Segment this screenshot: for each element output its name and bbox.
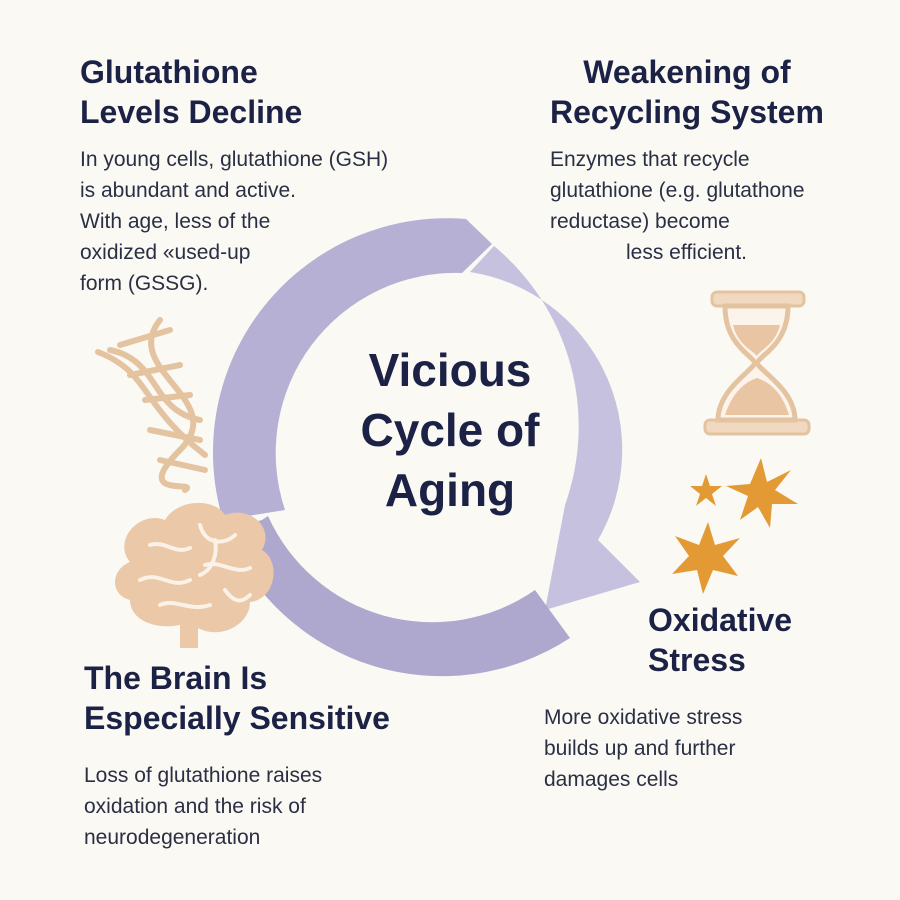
section-title-line: Weakening of: [583, 54, 791, 90]
hourglass-icon: [703, 290, 811, 436]
section-description: In young cells, glutathione (GSH) is abu…: [80, 144, 388, 299]
description-line: form (GSSG).: [80, 272, 209, 295]
section-title-line: Glutathione: [80, 54, 258, 90]
section-description: Loss of glutathione raises oxidation and…: [84, 760, 322, 853]
dna-icon: [95, 317, 208, 493]
description-line: With age, less of the: [80, 210, 271, 233]
description-line: Loss of glutathione raises: [84, 764, 323, 787]
section-description: More oxidative stress builds up and furt…: [544, 702, 742, 795]
cycle-arrow-top: [212, 218, 493, 520]
description-line: glutathione (e.g. glutathone: [550, 179, 805, 202]
section-title-line: Oxidative: [648, 602, 793, 638]
section-title-line: Recycling System: [550, 94, 824, 130]
description-line: More oxidative stress: [544, 706, 743, 729]
description-line: oxidized «used-up: [80, 241, 251, 264]
section-title: Weakening of Recycling System: [550, 52, 824, 132]
description-line: damages cells: [544, 768, 679, 791]
section-title: Oxidative Stress: [648, 600, 792, 680]
cycle-title-line-3: Aging: [384, 464, 516, 516]
brain-icon: [115, 502, 274, 648]
cycle-arrow-right: [470, 246, 640, 610]
section-description: Enzymes that recycle glutathione (e.g. g…: [550, 144, 805, 268]
description-line: builds up and further: [544, 737, 736, 760]
cycle-title: Vicious Cycle of Aging: [300, 340, 600, 520]
description-line: Enzymes that recycle: [550, 148, 750, 171]
stars-icon: [672, 458, 798, 594]
cycle-arrow-bottom: [225, 516, 570, 677]
description-line: In young cells, glutathione (GSH): [80, 148, 389, 171]
section-title-line: The Brain Is: [84, 660, 268, 696]
description-line: reductase) become: [550, 210, 730, 233]
description-line: is abundant and active.: [80, 179, 296, 202]
section-title: Glutathione Levels Decline: [80, 52, 302, 132]
section-title: The Brain Is Especially Sensitive: [84, 658, 390, 738]
description-line: oxidation and the risk of: [84, 795, 306, 818]
cycle-title-line-2: Cycle of: [360, 404, 540, 456]
section-title-line: Stress: [648, 642, 746, 678]
description-line: neurodegeneration: [84, 826, 261, 849]
section-title-line: Especially Sensitive: [84, 700, 390, 736]
cycle-title-line-1: Vicious: [368, 344, 532, 396]
section-title-line: Levels Decline: [80, 94, 303, 130]
description-line: less efficient.: [626, 241, 748, 264]
